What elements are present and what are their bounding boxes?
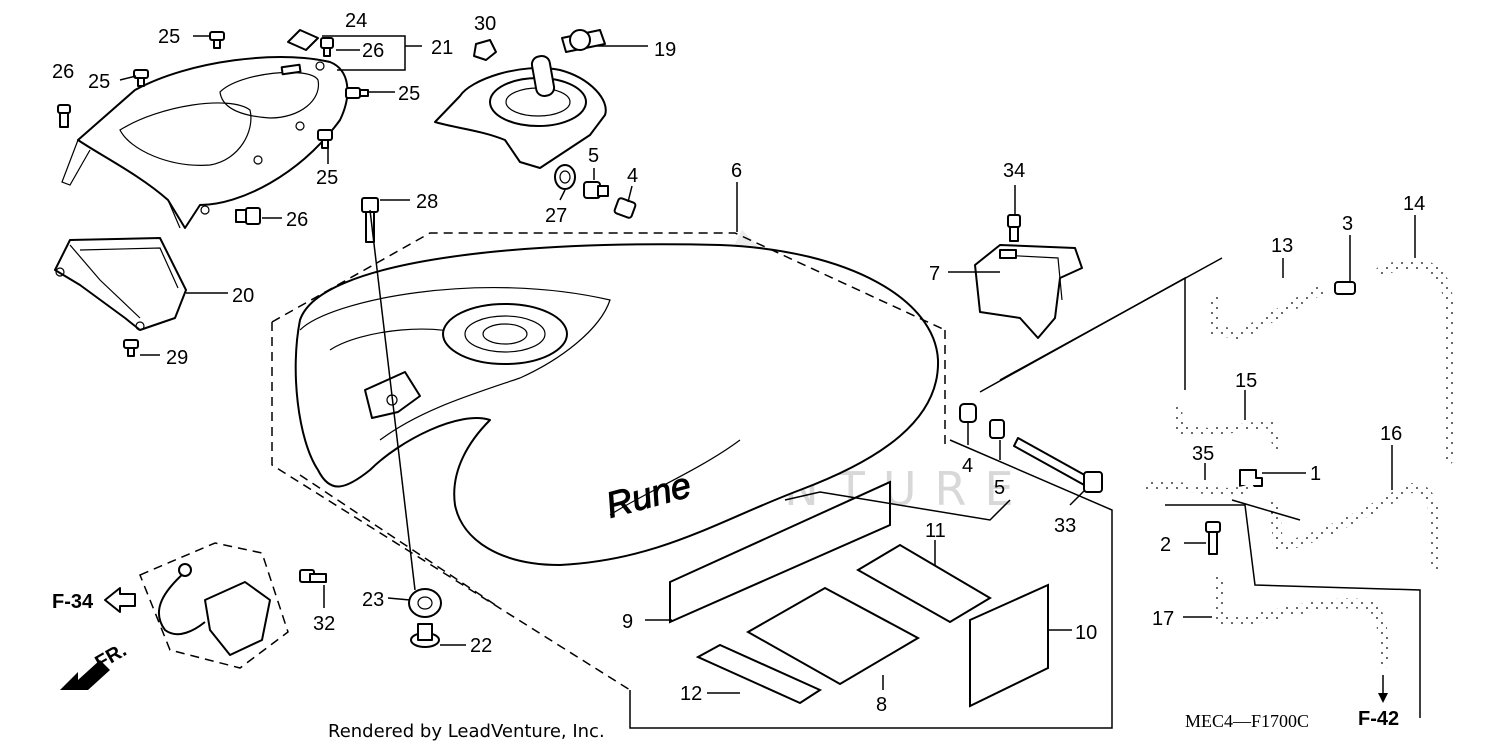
callout: 4 xyxy=(627,165,638,187)
callout: 1 xyxy=(1310,463,1321,485)
callout-leaders xyxy=(119,35,1416,694)
fitting-icon xyxy=(1334,281,1356,295)
screw-icon xyxy=(57,104,71,128)
ref-f42-label: F-42 xyxy=(1358,708,1399,730)
bolt-icon xyxy=(235,207,261,225)
clip-icon xyxy=(287,29,319,51)
diagram-code: MEC4—F1700C xyxy=(1185,711,1309,731)
assembly-outline xyxy=(271,232,1421,729)
callout: 29 xyxy=(166,347,188,369)
callout: 14 xyxy=(1403,193,1425,215)
front-arrow: FR. xyxy=(60,639,130,690)
pad-8 xyxy=(745,586,921,686)
grommet-icon xyxy=(959,403,977,423)
cushion-icon xyxy=(410,623,440,648)
side-cover xyxy=(54,237,187,331)
collar-icon xyxy=(583,181,609,199)
nut-icon xyxy=(473,39,497,61)
callout: 25 xyxy=(398,83,420,105)
callout: 28 xyxy=(416,191,438,213)
callouts: 25 24 26 21 26 25 25 25 26 20 29 30 19 2… xyxy=(52,10,1425,716)
callout: 8 xyxy=(876,694,887,716)
callout: 17 xyxy=(1152,608,1174,630)
callout: 4 xyxy=(962,455,973,477)
bolt-icon xyxy=(1205,521,1221,555)
callout: 11 xyxy=(925,520,946,542)
callout: 13 xyxy=(1271,235,1293,257)
f42-arrow-icon xyxy=(1378,675,1388,703)
callout: 9 xyxy=(622,611,633,633)
callout: 22 xyxy=(470,635,492,657)
callout: 26 xyxy=(286,209,308,231)
callout: 10 xyxy=(1075,622,1097,644)
callout: 16 xyxy=(1380,423,1402,445)
bolt-icon xyxy=(320,37,334,57)
grommet-icon xyxy=(554,164,576,190)
pad-10 xyxy=(969,583,1049,708)
credit-text: Rendered by LeadVenture, Inc. xyxy=(328,721,605,742)
callout: 3 xyxy=(1342,213,1353,235)
callout: 27 xyxy=(545,205,567,227)
callout: 19 xyxy=(654,39,676,61)
tank-top-cover xyxy=(61,56,349,229)
bolt-icon xyxy=(1007,214,1021,242)
callout: 6 xyxy=(731,160,742,182)
pad-9 xyxy=(669,480,891,624)
bolt-icon xyxy=(613,197,637,219)
screw-icon xyxy=(209,31,225,49)
callout: 26 xyxy=(52,61,74,83)
fuel-tank: Rune xyxy=(294,243,940,566)
callout: 34 xyxy=(1003,160,1025,182)
callout: 21 xyxy=(431,37,453,59)
fasteners xyxy=(57,29,1356,648)
ref-f34-label: F-34 xyxy=(52,591,94,613)
wire-harness xyxy=(139,542,289,669)
bolt-icon xyxy=(299,569,327,583)
screw-icon xyxy=(317,129,333,149)
long-bolt-icon xyxy=(361,197,379,243)
callout: 7 xyxy=(929,263,940,285)
callout: 25 xyxy=(316,167,338,189)
pad-12 xyxy=(695,643,823,705)
callout: 15 xyxy=(1235,370,1257,392)
callout: 2 xyxy=(1160,534,1171,556)
collar-icon xyxy=(989,419,1005,439)
screw-icon xyxy=(133,69,149,87)
callout: 12 xyxy=(680,683,702,705)
callout: 35 xyxy=(1192,443,1214,465)
callout: 23 xyxy=(362,589,384,611)
foam-pads xyxy=(669,480,1049,708)
callout: 26 xyxy=(362,40,384,62)
callout: 24 xyxy=(345,10,367,32)
callout: 25 xyxy=(88,71,110,93)
callout: 25 xyxy=(158,26,180,48)
callout: 33 xyxy=(1054,515,1076,537)
f34-reference: F-34 xyxy=(52,587,136,613)
screw-icon xyxy=(123,339,139,357)
grommet-icon xyxy=(408,588,442,618)
callout: 20 xyxy=(232,285,254,307)
joint-icon xyxy=(1239,469,1263,487)
callout: 5 xyxy=(588,145,599,167)
callout: 5 xyxy=(994,477,1005,499)
callout: 30 xyxy=(474,13,496,35)
hoses xyxy=(1144,259,1453,670)
screw-icon xyxy=(345,87,369,99)
mounting-bracket xyxy=(974,244,1083,339)
callout: 32 xyxy=(313,613,335,635)
pad-11 xyxy=(856,543,992,624)
fuel-cap xyxy=(434,29,607,169)
long-bolt-icon xyxy=(1013,437,1103,493)
